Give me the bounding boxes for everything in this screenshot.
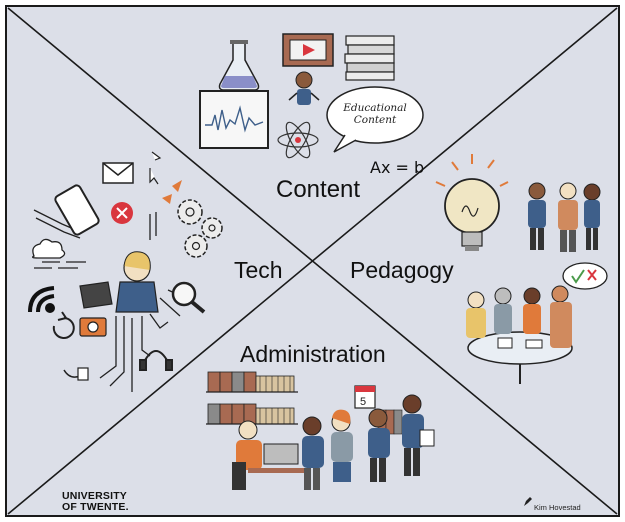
books-stack-icon	[344, 35, 395, 81]
equation-text: Ax = b	[370, 158, 425, 177]
teacher-figure	[288, 71, 320, 105]
cloud-icon	[32, 238, 66, 259]
user-at-laptop-figure	[79, 251, 159, 313]
group-table-figure	[466, 285, 573, 384]
speech-bubble-icon	[326, 86, 424, 153]
bubble-line-1: Educational	[343, 102, 407, 114]
quadrant-label-pedagogy: Pedagogy	[350, 257, 454, 283]
logo-line-2: OF TWENTE.	[62, 501, 129, 513]
pencil-icon	[524, 497, 532, 506]
refresh-icon	[52, 311, 75, 339]
monitor-chart-icon	[199, 90, 269, 149]
archive-shelves	[206, 371, 298, 425]
three-students-figure	[528, 182, 601, 252]
office-workers-figure	[232, 394, 435, 490]
atom-icon	[277, 121, 319, 159]
error-icon	[111, 202, 133, 224]
camera-icon	[79, 317, 107, 337]
speech-bubble-text: Educational Content	[332, 102, 418, 126]
feedback-bubble-icon	[562, 262, 608, 290]
svg-text:5: 5	[360, 396, 366, 408]
university-logo: UNIVERSITY OF TWENTE.	[62, 491, 129, 513]
logo-line-1: UNIVERSITY	[62, 490, 128, 502]
quadrant-label-administration: Administration	[240, 341, 386, 367]
wifi-icon	[28, 286, 55, 313]
video-player-icon	[282, 33, 334, 67]
phone-icon	[54, 184, 100, 236]
gears-icon	[177, 199, 223, 258]
calendar-icon: 5	[354, 385, 376, 409]
magnifier-icon	[171, 281, 206, 314]
quadrant-label-content: Content	[276, 176, 361, 203]
flask-icon	[218, 40, 260, 91]
artist-credit: Kim Hovestad	[534, 503, 581, 512]
bubble-line-2: Content	[353, 114, 397, 126]
quadrant-label-tech: Tech	[234, 257, 283, 283]
diagonal-line-2	[7, 7, 618, 515]
envelope-icon	[102, 162, 134, 184]
cursor-icons	[149, 151, 182, 204]
lightbulb-icon	[435, 154, 509, 251]
plug-icon	[63, 367, 89, 381]
headphones-icon	[139, 350, 173, 371]
